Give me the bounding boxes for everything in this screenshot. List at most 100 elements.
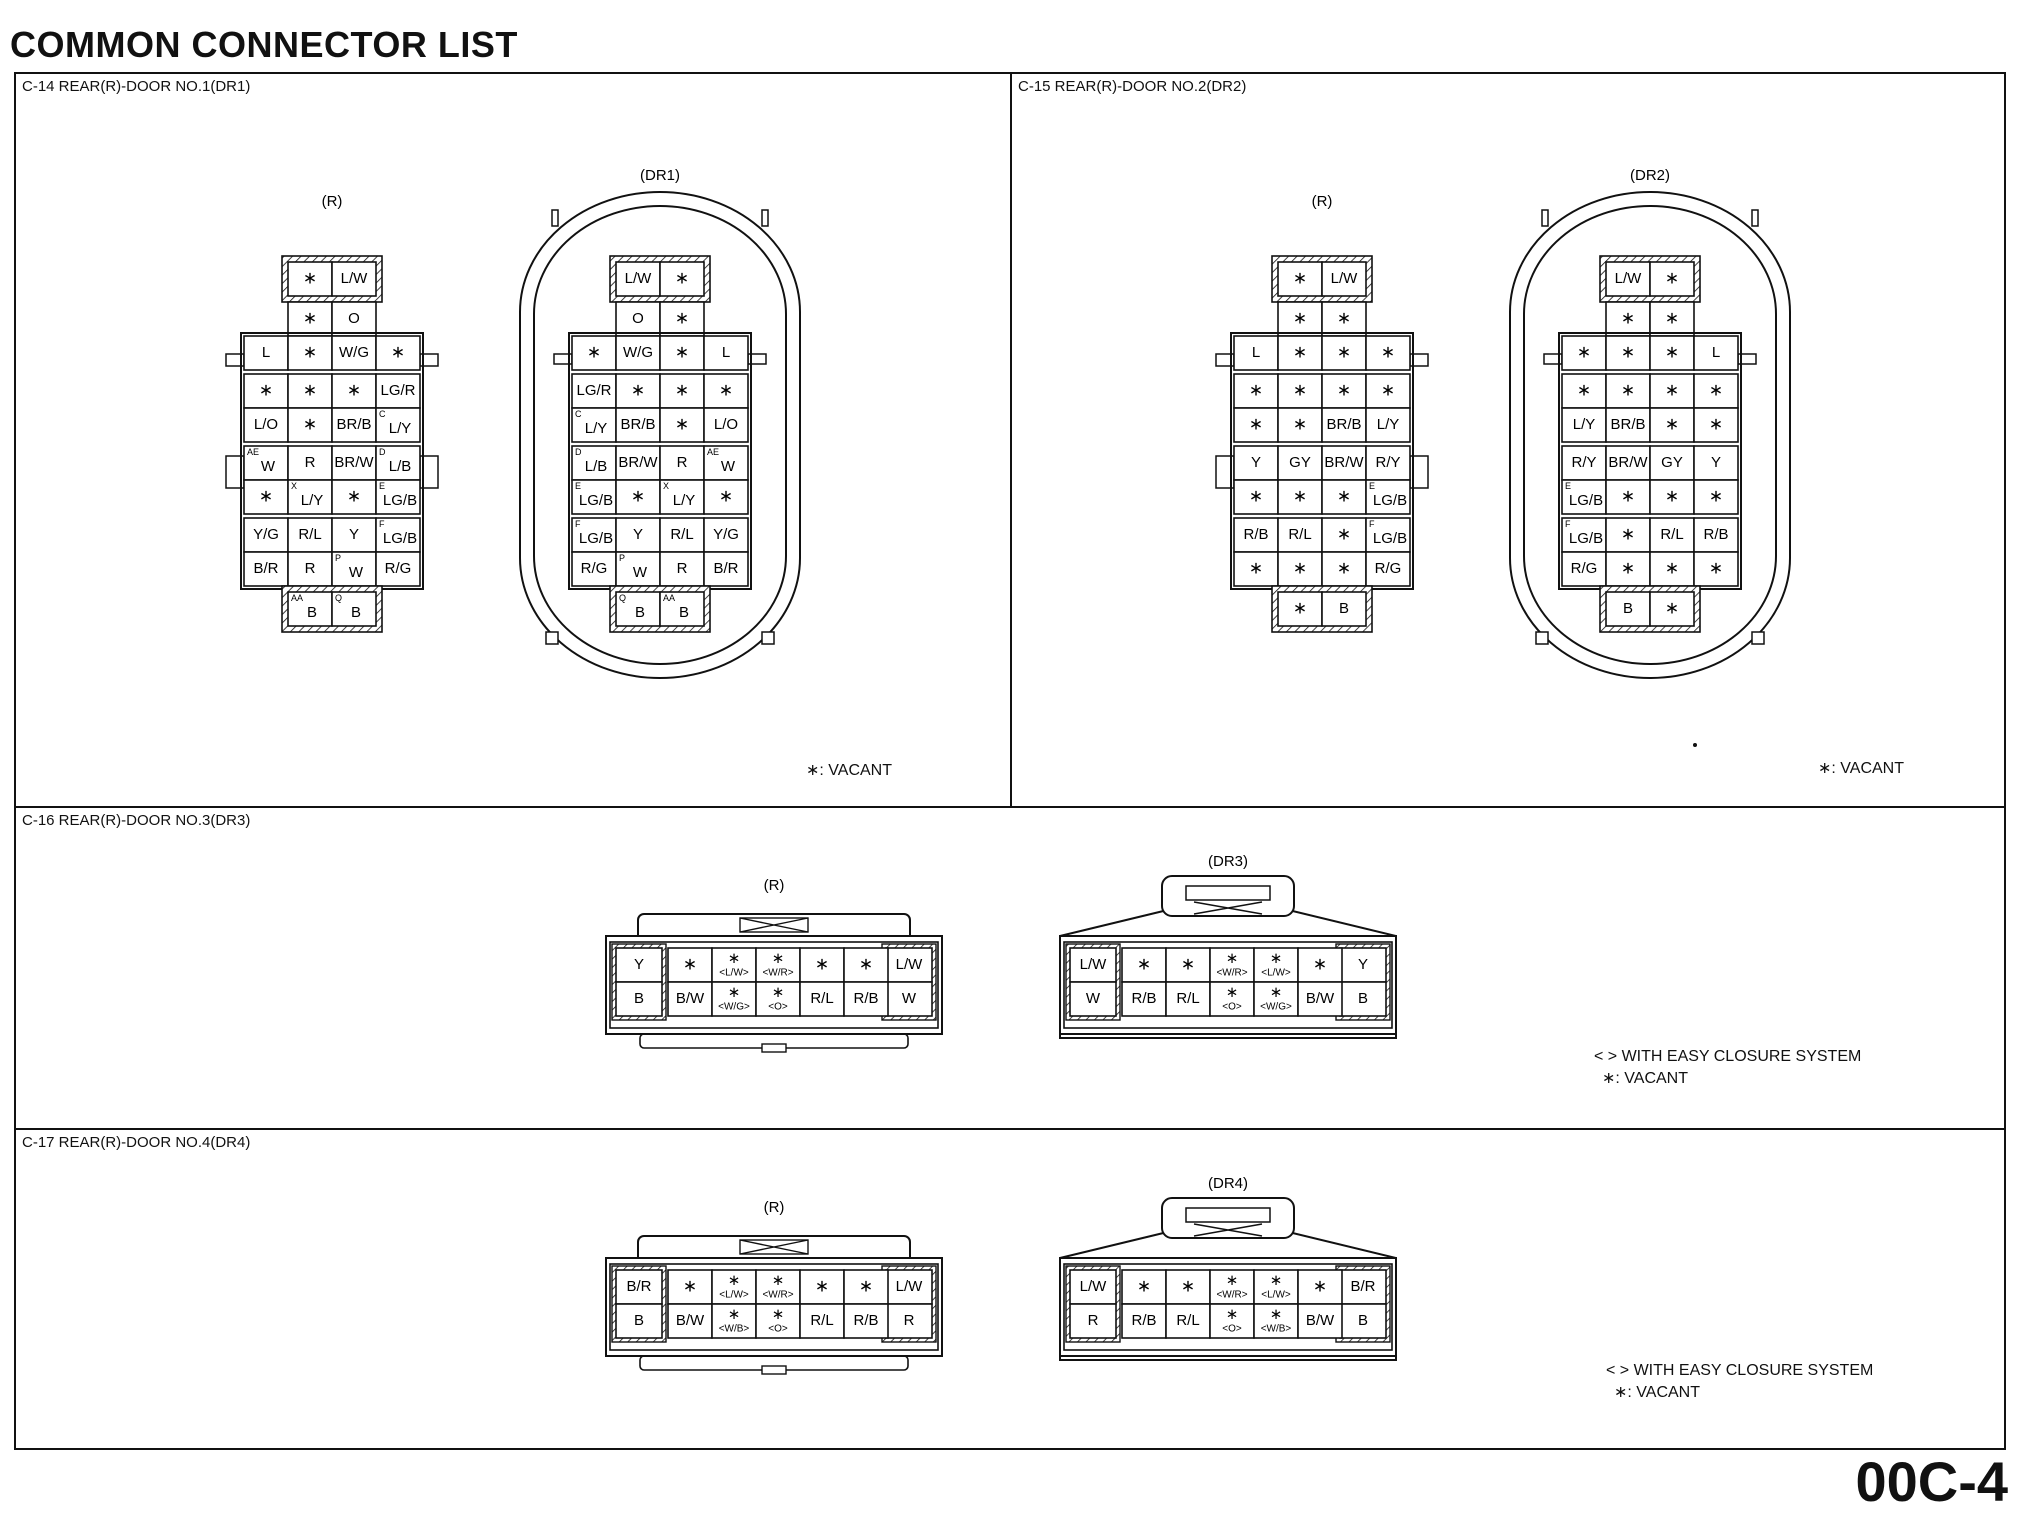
harness-side-connector: (R)YBL/WW∗∗<L/W>∗<W/R>∗∗B/W∗<W/G>∗<O>R/L… [605,877,943,1053]
pin-label: <L/W> [1261,968,1291,979]
pin-cell [1561,551,1607,587]
pin-label: <L/W> [719,1290,749,1301]
pin-cell [885,981,933,1017]
pin-label: GY [1661,454,1683,471]
pin-cell [799,1303,845,1339]
pin-label: R [305,560,316,577]
pin-label: LG/B [1569,530,1603,547]
pin-label: R [305,454,316,471]
connector-label: (DR1) [640,167,680,184]
pin-label: L [262,344,270,361]
pin-cell [615,407,661,443]
pin-label: ∗ [1621,380,1635,399]
pin-label: BR/B [1610,416,1645,433]
pin-cell [659,551,705,587]
pin-label: ∗ [1577,380,1591,399]
pin-label: LG/B [1373,492,1407,509]
pin-cell [1693,407,1739,443]
panel-c15: C-15 REAR(R)-DOOR NO.2(DR2) ∗: VACANT (R… [1012,74,2004,808]
pin-label: ∗ [1226,1306,1239,1323]
pin-label: <L/W> [719,968,749,979]
pin-label: ∗ [1293,486,1307,505]
pin-label: ∗ [728,1272,741,1289]
pin-cell [1605,551,1651,587]
pin-cell [615,981,663,1017]
pin-label: O [348,310,360,327]
pin-cell [799,947,845,983]
pin-cell [571,551,617,587]
pin-cell [1649,407,1695,443]
pin-cell [571,407,617,443]
pin-code: D [575,447,582,457]
pin-label: R [677,454,688,471]
pin-cell [375,445,421,481]
pin-cell [375,551,421,587]
pin-cell [375,335,421,371]
pin-cell [1121,1303,1167,1339]
latch-cross [1193,1223,1263,1237]
pin-cell [243,445,289,481]
pin-label: L/W [625,270,653,287]
pin-cell [755,1269,801,1305]
connector-label: (R) [764,1199,785,1216]
pin-cell [243,407,289,443]
pin-label: B [634,1312,644,1329]
pin-label: L/W [1080,956,1108,973]
pin-cell [843,947,889,983]
pin-label: ∗ [1621,342,1635,361]
pin-label: ∗ [347,486,361,505]
pin-label: ∗ [1337,558,1351,577]
pin-cell [1297,1303,1343,1339]
pin-cell [331,261,377,297]
pin-label: ∗ [303,414,317,433]
pin-cell [1339,1269,1387,1305]
pin-cell [243,517,289,553]
pin-cell [1121,947,1167,983]
pin-label: B [1623,600,1633,617]
pin-label: ∗ [1293,598,1307,617]
pin-label: Y [634,956,644,973]
pin-code: F [1565,519,1571,529]
pin-label: ∗ [675,380,689,399]
pin-label: <W/B> [1261,1324,1292,1335]
pin-cell [1233,407,1279,443]
pin-label: LG/B [383,530,417,547]
pin-label: R/G [1571,560,1598,577]
pin-cell [1693,479,1739,515]
pin-label: ∗ [1381,380,1395,399]
pin-label: R/B [853,990,878,1007]
pin-label: <W/R> [1216,968,1247,979]
pin-cell [1297,981,1343,1017]
pin-label: ∗ [728,950,741,967]
pin-cell [1649,301,1695,337]
pin-label: Y [1358,956,1368,973]
connector-label: (R) [322,193,343,210]
pin-label: BR/W [1608,454,1648,471]
pin-label: ∗ [1665,558,1679,577]
pin-cell [375,479,421,515]
pin-cell [331,445,377,481]
pin-label: ∗ [1270,950,1283,967]
bottom-key [761,1043,787,1053]
pin-label: BR/W [334,454,374,471]
pin-label: B/R [253,560,278,577]
pin-cell [243,551,289,587]
pin-label: ∗ [1137,1276,1151,1295]
pin-label: ∗ [719,486,733,505]
pin-cell [1649,591,1695,627]
pin-label: W [633,564,648,581]
pin-label: B [307,604,317,621]
housing-tab [1751,631,1765,645]
pin-label: LG/B [579,492,613,509]
pin-cell [375,373,421,409]
pin-cell [1253,1303,1299,1339]
pin-cell [755,1303,801,1339]
pin-cell [1693,517,1739,553]
pin-label: L/Y [673,492,696,509]
pin-label: ∗ [772,1272,785,1289]
pin-cell [843,981,889,1017]
pin-cell [1365,551,1411,587]
speck-dot [1693,743,1697,747]
pin-label: ∗ [1621,524,1635,543]
